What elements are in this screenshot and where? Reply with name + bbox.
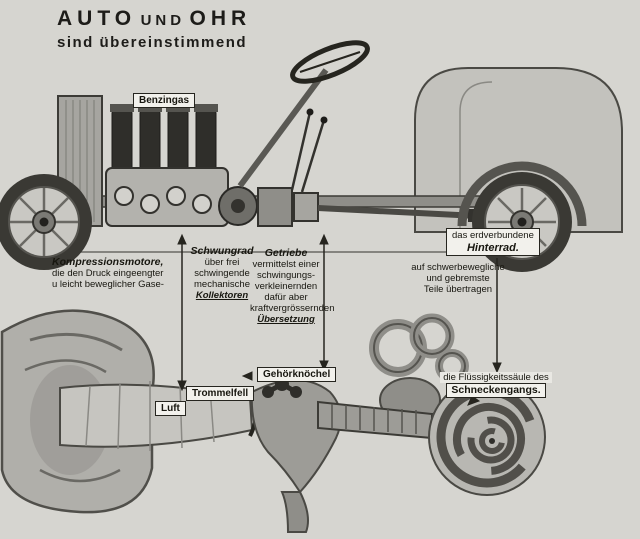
page-title: AUTO UND OHR sind übereinstimmend — [57, 8, 251, 54]
flywheel-note-emphasis: Kollektoren — [195, 290, 249, 301]
gearbox — [257, 187, 319, 227]
transfer-note: auf schwerbewegliche und gebremste Teile… — [398, 262, 518, 295]
rear-wheel-label-line2: Hinterrad. — [466, 242, 519, 254]
rear-wheel — [472, 172, 572, 272]
front-wheel — [0, 174, 92, 270]
rear-fender — [457, 161, 587, 227]
flywheel — [218, 186, 258, 226]
cochlea-note: die Flüssigkeitssäule des Schneckengangs… — [420, 372, 572, 398]
air-label: Luft — [155, 401, 186, 416]
eardrum-label: Trommelfell — [186, 386, 255, 401]
compression-note-heading: Kompressionsmotore, — [52, 256, 164, 268]
car-illustration — [0, 40, 623, 272]
title-word-ohr: OHR — [189, 7, 252, 30]
flywheel-note-heading: Schwungrad — [190, 245, 254, 257]
gear-note-body: vermittelst einer schwingungs- verkleine… — [250, 259, 335, 314]
rear-wheel-label: das erdverbundene Hinterrad. — [446, 228, 540, 256]
benzingas-label: Benzingas — [133, 93, 196, 108]
compression-note: Kompressionsmotore, die den Druck eingee… — [52, 256, 184, 290]
cochlear-duct — [317, 400, 433, 440]
ear-illustration — [0, 309, 546, 533]
cochlea-spiral — [428, 378, 546, 496]
flywheel-note: Schwungrad über frei schwingende mechani… — [186, 245, 258, 301]
cochlea-note-line1: die Flüssigkeitssäule des — [440, 372, 552, 383]
transfer-note-body: auf schwerbewegliche und gebremste Teile… — [411, 262, 505, 295]
title-subtitle: sind übereinstimmend — [57, 34, 248, 51]
engine — [105, 96, 229, 227]
rear-wheel-label-line1: das erdverbundene — [452, 230, 534, 241]
drive-shaft — [317, 205, 479, 219]
gear-note-emphasis: Übersetzung — [257, 314, 315, 325]
title-word-auto: AUTO — [57, 7, 137, 30]
gear-note: Getriebe vermittelst einer schwingungs- … — [250, 247, 335, 325]
title-word-und: UND — [140, 12, 186, 29]
steering-wheel — [237, 40, 370, 188]
connector-lines — [177, 233, 502, 406]
ossicles-label: Gehörknöchel — [257, 367, 337, 382]
compression-note-body: die den Druck eingeengter u leicht beweg… — [52, 268, 164, 290]
semicircular-canals — [369, 313, 469, 383]
cochlea-note-line2: Schneckengangs. — [446, 383, 546, 398]
flywheel-note-body: über frei schwingende mechanische — [194, 257, 250, 290]
control-levers — [290, 108, 328, 193]
gear-note-heading: Getriebe — [264, 247, 308, 259]
